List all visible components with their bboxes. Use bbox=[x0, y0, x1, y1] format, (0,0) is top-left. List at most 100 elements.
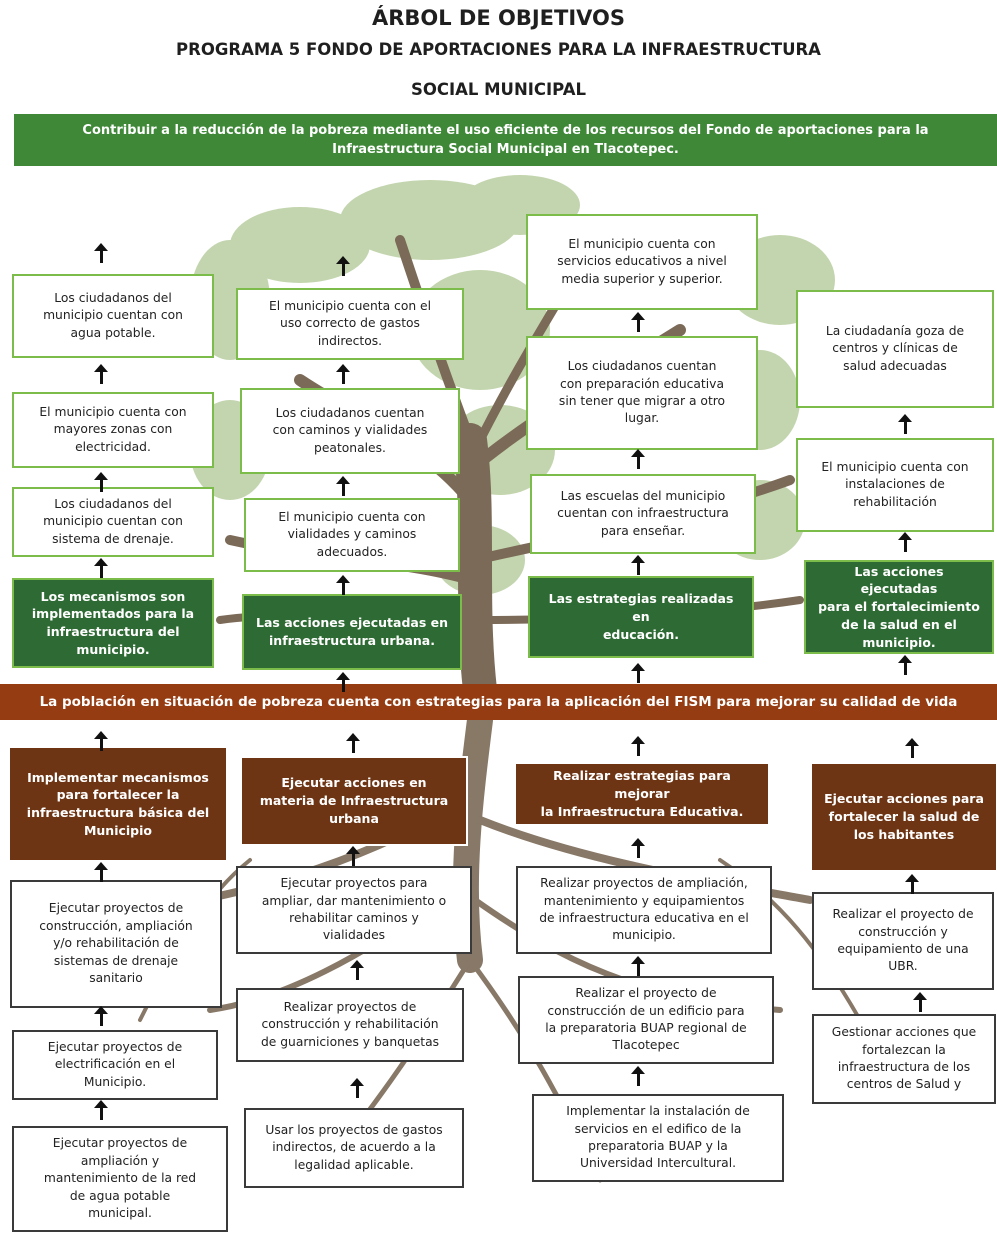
page-title: ÁRBOL DE OBJETIVOS bbox=[371, 6, 626, 30]
objective-box-line: El municipio cuenta con bbox=[278, 509, 426, 524]
activity-box-line: municipal. bbox=[88, 1206, 152, 1221]
up-arrow-icon bbox=[631, 555, 645, 575]
objective-box-line: El municipio cuenta con bbox=[39, 404, 187, 419]
activity-box-line: servicios en el edifico de la bbox=[574, 1121, 742, 1136]
up-arrow-icon bbox=[94, 472, 108, 492]
activity-box-line: electrificación en el bbox=[54, 1057, 176, 1072]
action-box-line: infraestructura básica del bbox=[26, 805, 210, 820]
objective-box-line: salud adecuadas bbox=[843, 358, 947, 373]
activity-box-line: municipio. bbox=[612, 928, 676, 943]
up-arrow-icon bbox=[94, 1006, 108, 1026]
action-box-line: fortalecer la salud de bbox=[828, 809, 980, 825]
activity-box-line: mantenimiento y equipamientos bbox=[543, 893, 745, 908]
component-box-line: Las estrategias realizadas en bbox=[548, 591, 734, 625]
activity-box-line: de infraestructura educativa en el bbox=[539, 911, 749, 925]
objective-box-line: mayores zonas con bbox=[53, 422, 173, 437]
objective-box-line: adecuados. bbox=[316, 544, 388, 559]
objective-box-line: rehabilitación bbox=[853, 494, 937, 509]
objective-box-line: electricidad. bbox=[75, 439, 151, 454]
component-box-line: de la salud en el bbox=[841, 616, 957, 632]
activity-box-line: Ejecutar proyectos de bbox=[48, 901, 184, 916]
activity-box-line: Municipio. bbox=[83, 1074, 147, 1089]
component-box-line: Las acciones ejecutadas en bbox=[256, 615, 448, 631]
activity-box-line: Ejecutar proyectos para bbox=[280, 876, 428, 891]
activity-box-line: ampliación y bbox=[80, 1153, 160, 1168]
objective-box: Los ciudadanos del municipio cuentan con s… bbox=[12, 487, 214, 557]
up-arrow-icon bbox=[631, 663, 645, 683]
objective-box-line: peatonales. bbox=[314, 440, 386, 455]
activity-box-line: Realizar proyectos de bbox=[283, 999, 417, 1014]
goal-banner: Contribuir a la reducción de la pobreza … bbox=[14, 114, 997, 166]
objective-box-line: para enseñar. bbox=[600, 523, 686, 538]
objective-box-line: El municipio cuenta con el bbox=[268, 298, 432, 313]
objective-box-line: Las escuelas del municipio bbox=[560, 488, 726, 503]
up-arrow-icon bbox=[94, 1100, 108, 1120]
up-arrow-icon bbox=[631, 838, 645, 858]
action-box-line: materia de Infraestructura bbox=[259, 793, 449, 809]
up-arrow-icon bbox=[346, 733, 360, 753]
activity-box-line: construcción y rehabilitación bbox=[261, 1017, 439, 1032]
objective-box-line: Los ciudadanos del bbox=[54, 496, 172, 511]
up-arrow-icon bbox=[94, 731, 108, 751]
up-arrow-icon bbox=[898, 532, 912, 552]
activity-box: Ejecutar proyectos de ampliación y manteni… bbox=[12, 1126, 228, 1232]
objective-box-line: vialidades y caminos bbox=[287, 527, 417, 542]
action-box: Ejecutar acciones en materia de Infraestr… bbox=[240, 756, 468, 846]
goal-text-line1: Contribuir a la reducción de la pobreza … bbox=[82, 122, 929, 138]
activity-box-line: equipamiento de una bbox=[837, 942, 969, 956]
activity-box-line: Realizar el proyecto de bbox=[575, 986, 717, 1001]
activity-box-line: Realizar proyectos de ampliación, bbox=[540, 876, 748, 891]
activity-box-line: Gestionar acciones que bbox=[831, 1025, 977, 1040]
component-box-line: implementados para la bbox=[31, 606, 195, 622]
objective-box-line: municipio cuentan con bbox=[43, 514, 183, 529]
activity-box: Realizar proyectos de ampliación, manteni… bbox=[516, 866, 772, 954]
action-box-line: Ejecutar acciones en bbox=[281, 775, 427, 791]
activity-box-line: construcción y bbox=[858, 924, 948, 939]
up-arrow-icon bbox=[336, 364, 350, 384]
objective-box-line: sistema de drenaje. bbox=[52, 531, 174, 546]
objective-box-line: cuentan con infraestructura bbox=[557, 506, 729, 521]
activity-box-line: Ejecutar proyectos de bbox=[52, 1136, 188, 1151]
up-arrow-icon bbox=[336, 575, 350, 595]
component-box-line: Los mecanismos son bbox=[40, 588, 186, 604]
activity-box-line: fortalezcan la bbox=[862, 1042, 946, 1057]
activity-box-line: centros de Salud y bbox=[846, 1077, 962, 1092]
activity-box-line: sistemas de drenaje bbox=[53, 953, 179, 968]
up-arrow-icon bbox=[94, 364, 108, 384]
objective-box: El municipio cuenta con mayores zonas con… bbox=[12, 392, 214, 468]
activity-box-line: construcción de un edificio para bbox=[547, 1003, 745, 1018]
activity-box-line: mantenimiento de la red bbox=[43, 1171, 197, 1186]
component-box-line: educación. bbox=[602, 626, 680, 642]
activity-box-line: sanitario bbox=[89, 971, 143, 986]
objective-box-line: Los ciudadanos del bbox=[54, 290, 172, 305]
purpose-banner: La población en situación de pobreza cue… bbox=[0, 684, 997, 720]
up-arrow-icon bbox=[94, 862, 108, 882]
component-box-line: municipio. bbox=[862, 634, 936, 650]
up-arrow-icon bbox=[350, 960, 364, 980]
goal-text-line2: Infraestructura Social Municipal en Tlac… bbox=[332, 142, 679, 157]
objective-box: El municipio cuenta con vialidades y cami… bbox=[244, 498, 460, 572]
objective-box-line: centros y clínicas de bbox=[832, 341, 958, 356]
objective-box-line: agua potable. bbox=[70, 325, 156, 340]
up-arrow-icon bbox=[336, 256, 350, 276]
up-arrow-icon bbox=[898, 414, 912, 434]
up-arrow-icon bbox=[631, 736, 645, 756]
component-box-line: municipio. bbox=[76, 641, 150, 657]
component-box-line: para el fortalecimiento bbox=[818, 599, 980, 615]
component-box-line: infraestructura del bbox=[46, 624, 180, 639]
objective-box-line: sin tener que migrar a otro bbox=[558, 394, 726, 408]
